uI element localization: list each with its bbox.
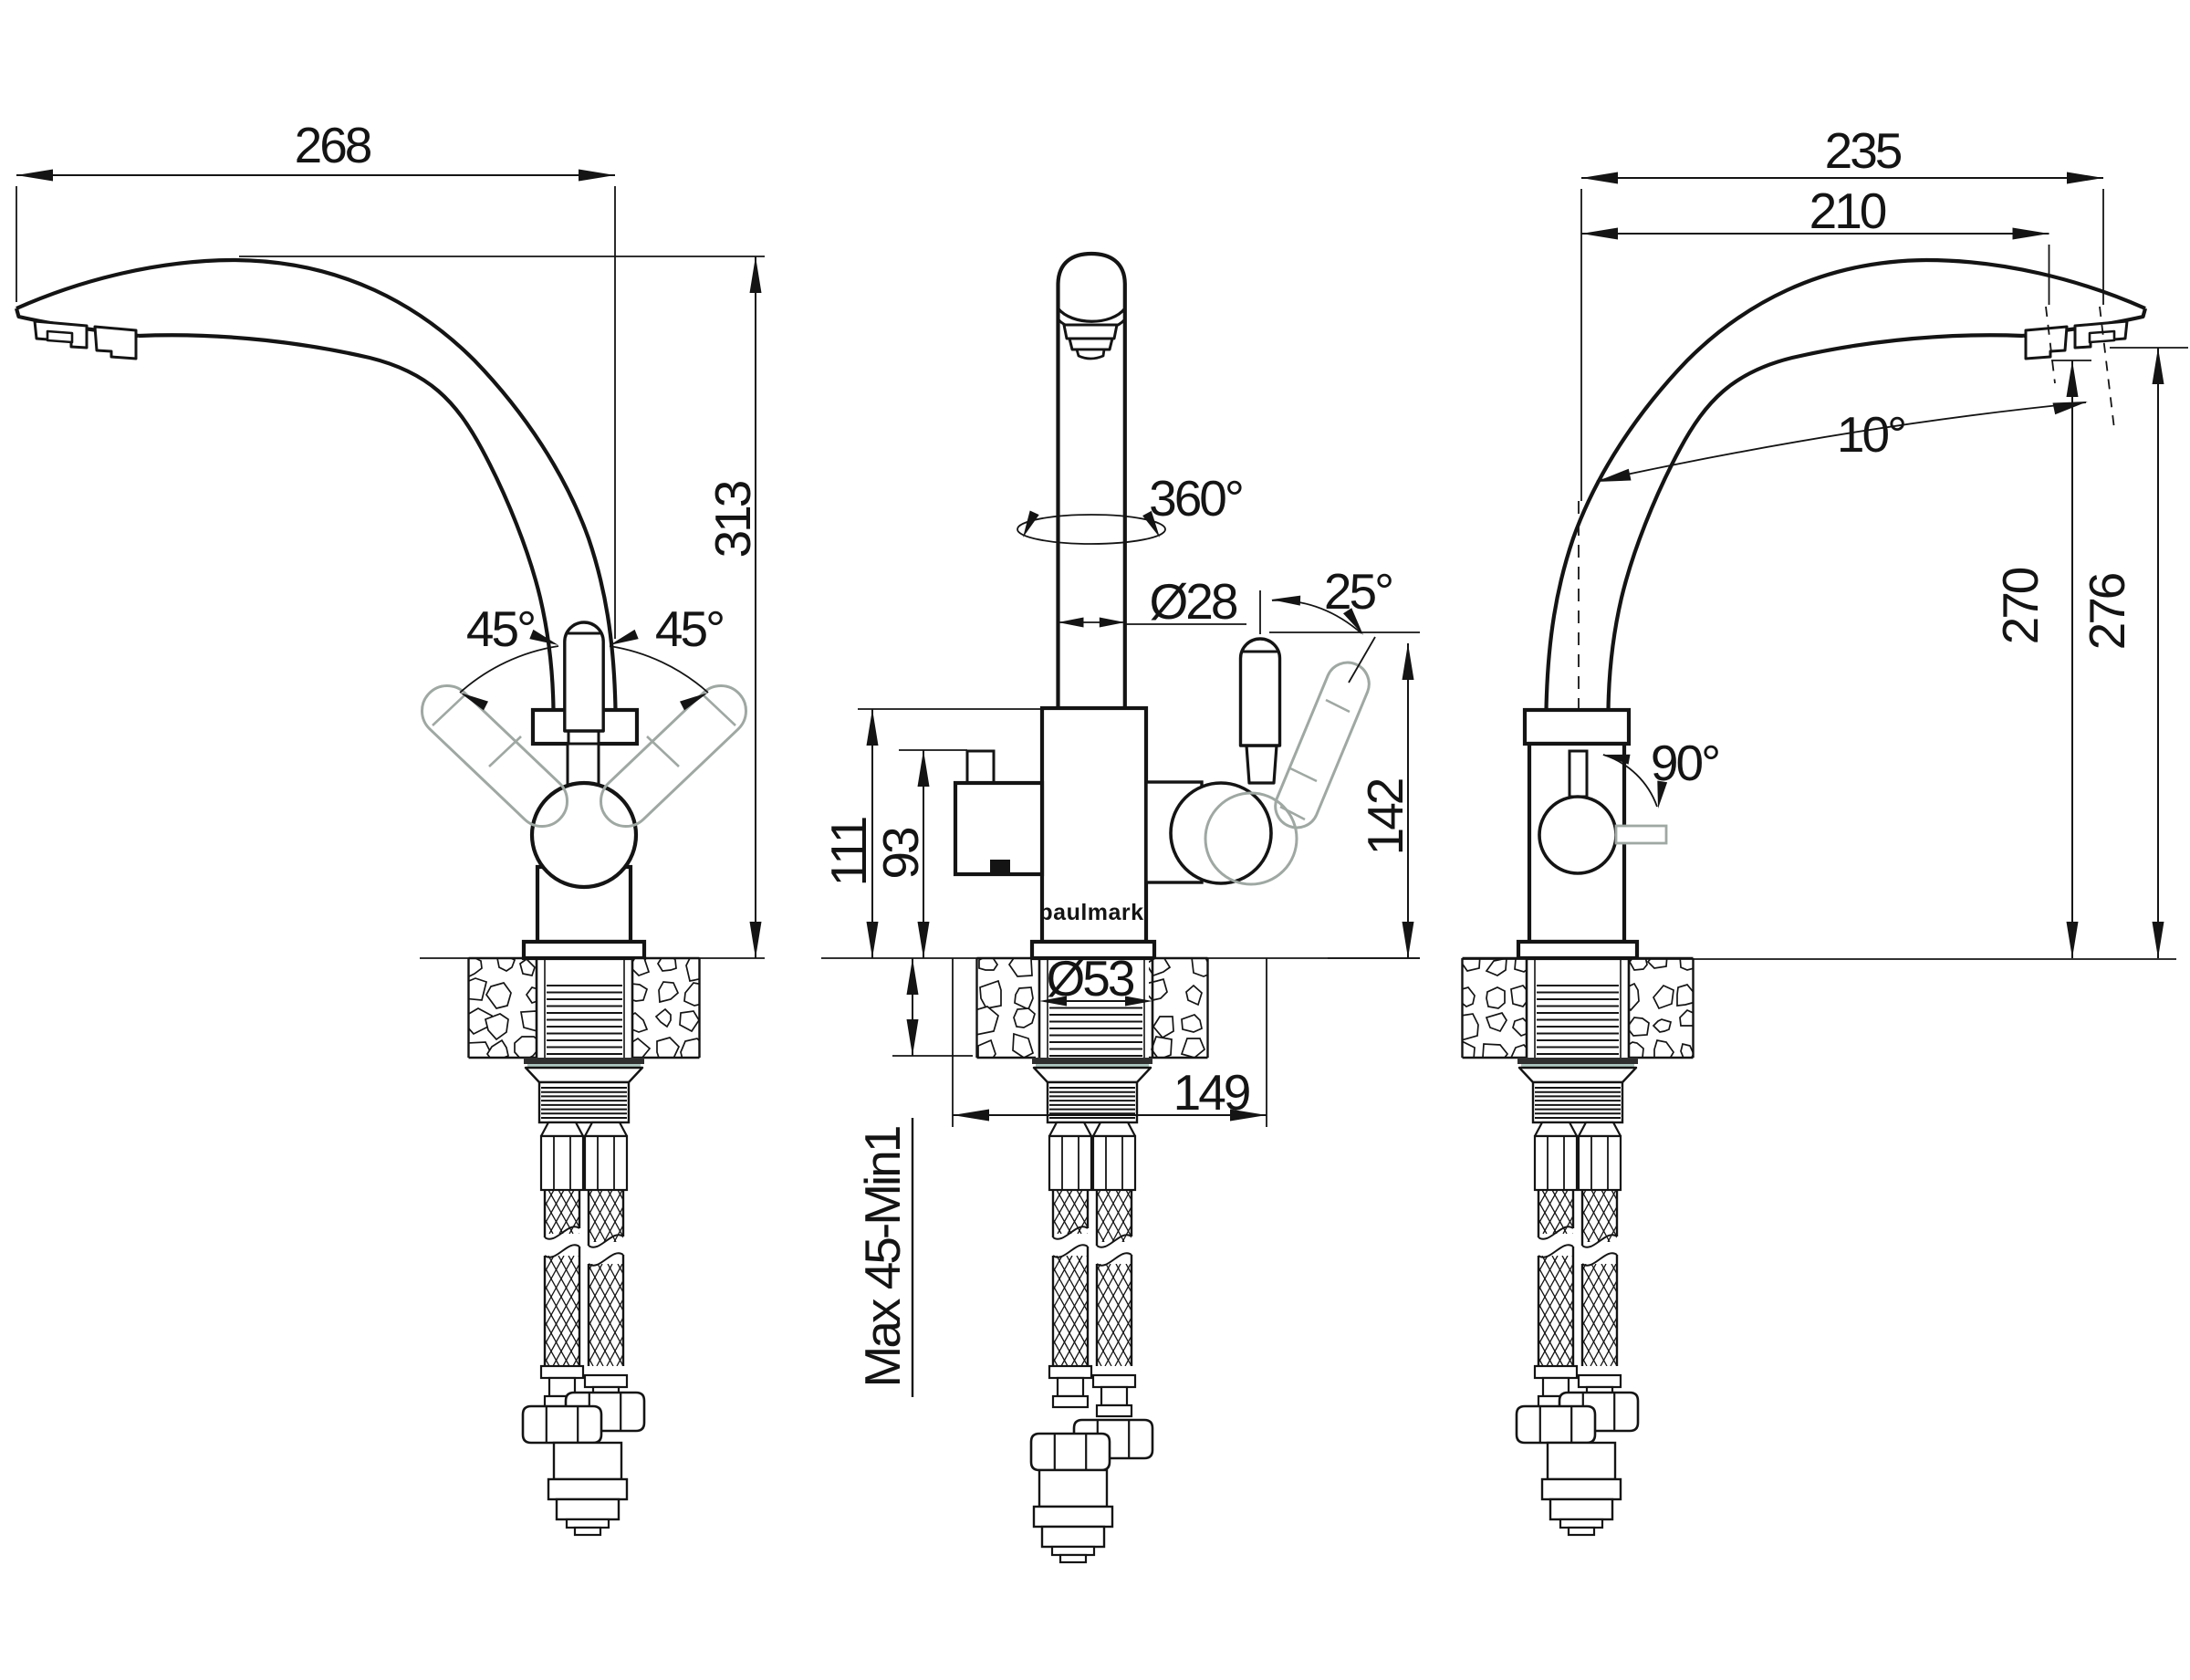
svg-text:45°: 45°	[655, 600, 723, 657]
svg-text:235: 235	[1825, 122, 1902, 179]
svg-text:313: 313	[704, 481, 761, 558]
svg-text:90°: 90°	[1651, 735, 1718, 791]
svg-text:268: 268	[295, 117, 371, 173]
svg-text:45°: 45°	[466, 600, 534, 657]
svg-text:Ø28: Ø28	[1150, 573, 1237, 630]
svg-text:paulmark: paulmark	[1038, 900, 1143, 925]
svg-text:270: 270	[1992, 568, 2049, 644]
svg-text:25°: 25°	[1324, 563, 1392, 620]
svg-text:210: 210	[1809, 183, 1886, 239]
svg-text:142: 142	[1357, 779, 1413, 855]
svg-text:149: 149	[1173, 1064, 1249, 1121]
svg-text:111: 111	[820, 818, 877, 886]
svg-text:Max 45-Min1: Max 45-Min1	[854, 1127, 911, 1387]
svg-text:276: 276	[2079, 573, 2135, 650]
svg-text:93: 93	[872, 828, 929, 880]
svg-text:10°: 10°	[1837, 406, 1904, 463]
svg-text:360°: 360°	[1149, 470, 1242, 527]
